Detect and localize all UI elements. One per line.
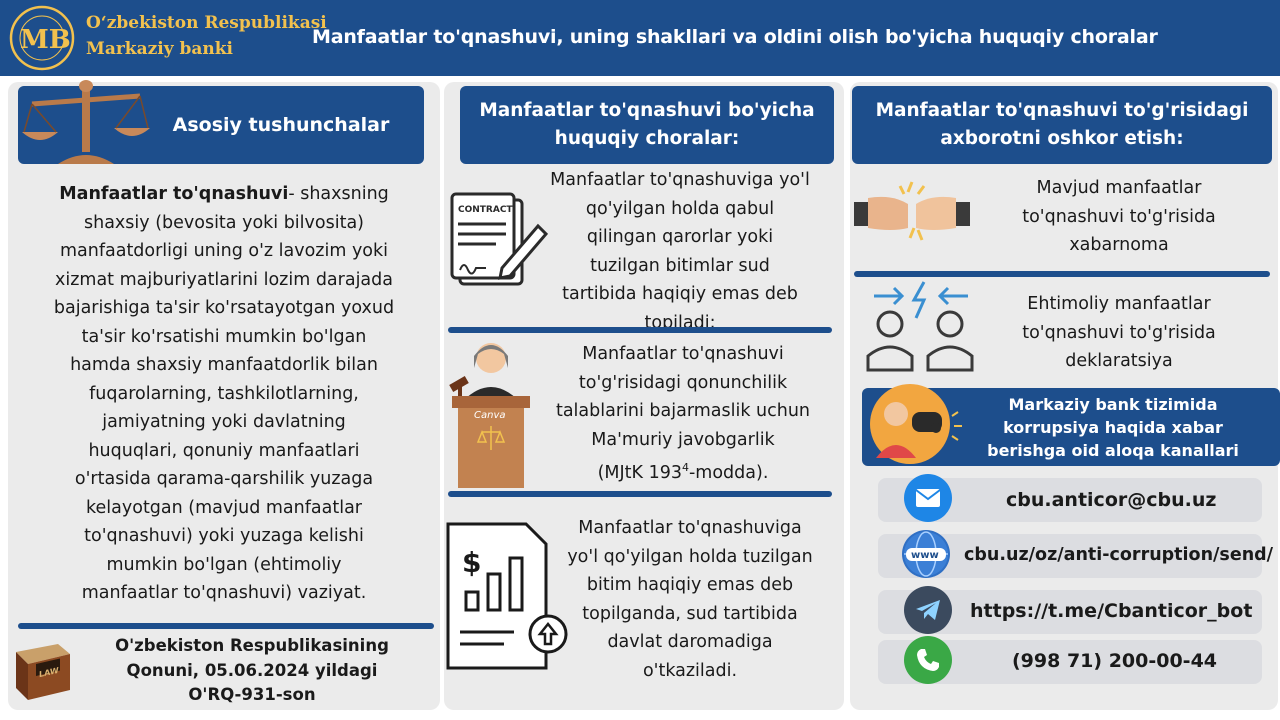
central-bank-logo-icon: MB <box>9 5 75 71</box>
right-heading-bar: Manfaatlar to'qnashuvi to'g'risidagi axb… <box>852 86 1272 164</box>
bank-name: O‘zbekiston Respublikasi Markaziy banki <box>86 10 327 62</box>
telegram-icon <box>904 586 952 634</box>
definition-line: mumkin bo'lgan (ehtimoliy <box>106 554 342 575</box>
definition-line: shaxsiy (bevosita yoki bilvosita) <box>84 212 364 233</box>
web-address-link[interactable]: cbu.uz/oz/anti-corruption/send/ <box>964 545 1274 565</box>
definition-line: manfaatlar to'qnashuvi) vaziyat. <box>81 583 367 603</box>
left-divider <box>18 623 434 629</box>
svg-text:MB: MB <box>20 25 71 55</box>
law-reference: O'zbekiston Respublikasining Qonuni, 05.… <box>92 634 412 708</box>
definition-line: kelayotgan (mavjud manfaatlar <box>86 497 362 518</box>
notification-line: Mavjud manfaatlar <box>1036 178 1202 198</box>
middle-heading-bar: Manfaatlar to'qnashuvi bo'yicha huquqiy … <box>460 86 834 164</box>
law-line: Qonuni, 05.06.2024 yildagi <box>126 660 378 680</box>
middle-divider-1 <box>448 327 832 333</box>
header-bar: MB O‘zbekiston Respublikasi Markaziy ban… <box>0 0 1280 76</box>
page-title: Manfaatlar to'qnashuvi, uning shakllari … <box>312 26 1158 48</box>
fist-bump-icon <box>854 181 970 241</box>
definition-line: to'qnashuvi) yoki yuzaga kelishi <box>84 526 364 546</box>
definition-line: bajarishiga ta'sir ko'rsatayotgan yoxud <box>53 298 395 318</box>
law-book-label: LAW <box>39 665 59 679</box>
middle-divider-2 <box>448 491 832 497</box>
definition-term: Manfaatlar to'qnashuvi <box>59 184 289 204</box>
definition-line: - shaxsning <box>288 184 389 204</box>
measure-line: tuzilgan bitimlar sud <box>590 255 770 276</box>
middle-heading-line: Manfaatlar to'qnashuvi bo'yicha <box>479 100 815 121</box>
whistleblower-icon <box>870 384 962 464</box>
article-ref: -modda). <box>688 462 769 483</box>
declaration-line: Ehtimoliy manfaatlar <box>1027 294 1211 314</box>
measure-revenue-transfer: Manfaatlar to'qnashuviga yo'l qo'yilgan … <box>540 514 840 685</box>
bank-name-line: Markaziy banki <box>86 39 233 59</box>
contacts-heading-line: Markaziy bank tizimida <box>1008 394 1218 414</box>
left-heading: Asosiy tushunchalar <box>172 114 390 136</box>
measure-line: Manfaatlar to'qnashuviga <box>578 518 802 538</box>
svg-text:$: $ <box>462 546 481 579</box>
law-book-icon: LAW <box>16 644 70 700</box>
definition-line: manfaatdorligi uning o'z lavozim yoki <box>59 241 389 261</box>
right-divider <box>854 271 1270 277</box>
measure-line: talablarini bajarmaslik uchun <box>555 401 811 421</box>
article-ref: (MJtK 193 <box>597 462 682 483</box>
judge-gavel-icon: Canva <box>449 343 530 488</box>
email-icon <box>904 474 952 522</box>
measure-line: Ma'muriy javobgarlik <box>591 429 775 450</box>
canva-watermark: Canva <box>474 410 506 421</box>
email-address-link[interactable]: cbu.anticor@cbu.uz <box>1006 489 1217 511</box>
declaration-line: deklaratsiya <box>1065 351 1173 371</box>
contacts-heading-line: berishga oid aloqa kanallari <box>987 440 1239 460</box>
article-superscript: 4 <box>681 461 689 474</box>
measure-administrative-liability: Manfaatlar to'qnashuvi to'g'risidagi qon… <box>528 340 838 487</box>
measure-line: bitim haqiqiy emas deb <box>586 575 794 595</box>
law-line: O'zbekiston Respublikasining <box>115 636 389 655</box>
measure-line: Manfaatlar to'qnashuviga yo'l <box>550 170 810 190</box>
definition-line: huquqlari, qonuniy manfaatlari <box>88 440 360 461</box>
definition-line: jamiyatning yoki davlatning <box>102 412 346 432</box>
globe-www-icon: www <box>902 530 950 578</box>
definition-line: fuqarolarning, tashkilotlarning, <box>89 383 359 404</box>
middle-heading-line: huquqiy choralar: <box>554 128 740 149</box>
contract-label: CONTRACT <box>458 205 513 215</box>
right-heading-line: Manfaatlar to'qnashuvi to'g'risidagi <box>875 100 1249 121</box>
notification-item: Mavjud manfaatlar to'qnashuvi to'g'risid… <box>984 174 1254 260</box>
phone-number-link[interactable]: (998 71) 200-00-44 <box>1012 650 1218 672</box>
measure-invalid-decisions: Manfaatlar to'qnashuviga yo'l qo'yilgan … <box>530 166 830 337</box>
phone-icon <box>904 636 952 684</box>
notification-line: to'qnashuvi to'g'risida <box>1022 206 1216 227</box>
telegram-bot-link[interactable]: https://t.me/Cbanticor_bot <box>970 600 1253 622</box>
measure-line: davlat daromadiga <box>607 632 773 652</box>
contacts-heading-line: korrupsiya haqida xabar <box>1003 417 1223 437</box>
definition-line: o'rtasida qarama-qarshilik yuzaga <box>74 469 374 489</box>
bank-name-line: O‘zbekiston Respublikasi <box>86 13 327 33</box>
measure-line: yo'l qo'yilgan holda tuzilgan <box>567 546 813 567</box>
measure-line: to'g'risidagi qonunchilik <box>578 372 788 393</box>
definition-line: xizmat majburiyatlarini lozim darajada <box>55 269 393 290</box>
scales-of-justice-icon <box>22 80 150 164</box>
law-line: O'RQ-931-son <box>188 685 316 704</box>
measure-line: tartibida haqiqiy emas deb <box>562 284 798 304</box>
definition-text: Manfaatlar to'qnashuvi- shaxsning shaxsi… <box>16 180 432 608</box>
financial-report-icon: $ <box>446 522 568 670</box>
conflict-people-icon <box>866 281 974 372</box>
definition-line: hamda shaxsiy manfaatdorlik bilan <box>70 355 378 375</box>
notification-line: xabarnoma <box>1069 235 1169 255</box>
right-heading-line: axborotni oshkor etish: <box>940 128 1184 149</box>
measure-line: Manfaatlar to'qnashuvi <box>582 344 784 364</box>
left-panel <box>8 82 440 710</box>
www-label: www <box>911 550 939 561</box>
definition-line: ta'sir ko'rsatishi mumkin bo'lgan <box>81 326 367 347</box>
measure-line: qilingan qarorlar yoki <box>586 227 774 247</box>
measure-line: qo'yilgan holda qabul <box>585 198 775 219</box>
declaration-line: to'qnashuvi to'g'risida <box>1022 322 1216 343</box>
measure-line: topilganda, sud tartibida <box>582 603 798 624</box>
declaration-item: Ehtimoliy manfaatlar to'qnashuvi to'g'ri… <box>984 290 1254 376</box>
measure-line: o'tkaziladi. <box>642 660 738 681</box>
contract-document-icon: CONTRACT <box>450 192 549 286</box>
measure-line: (MJtK 1934-modda). <box>528 454 838 487</box>
